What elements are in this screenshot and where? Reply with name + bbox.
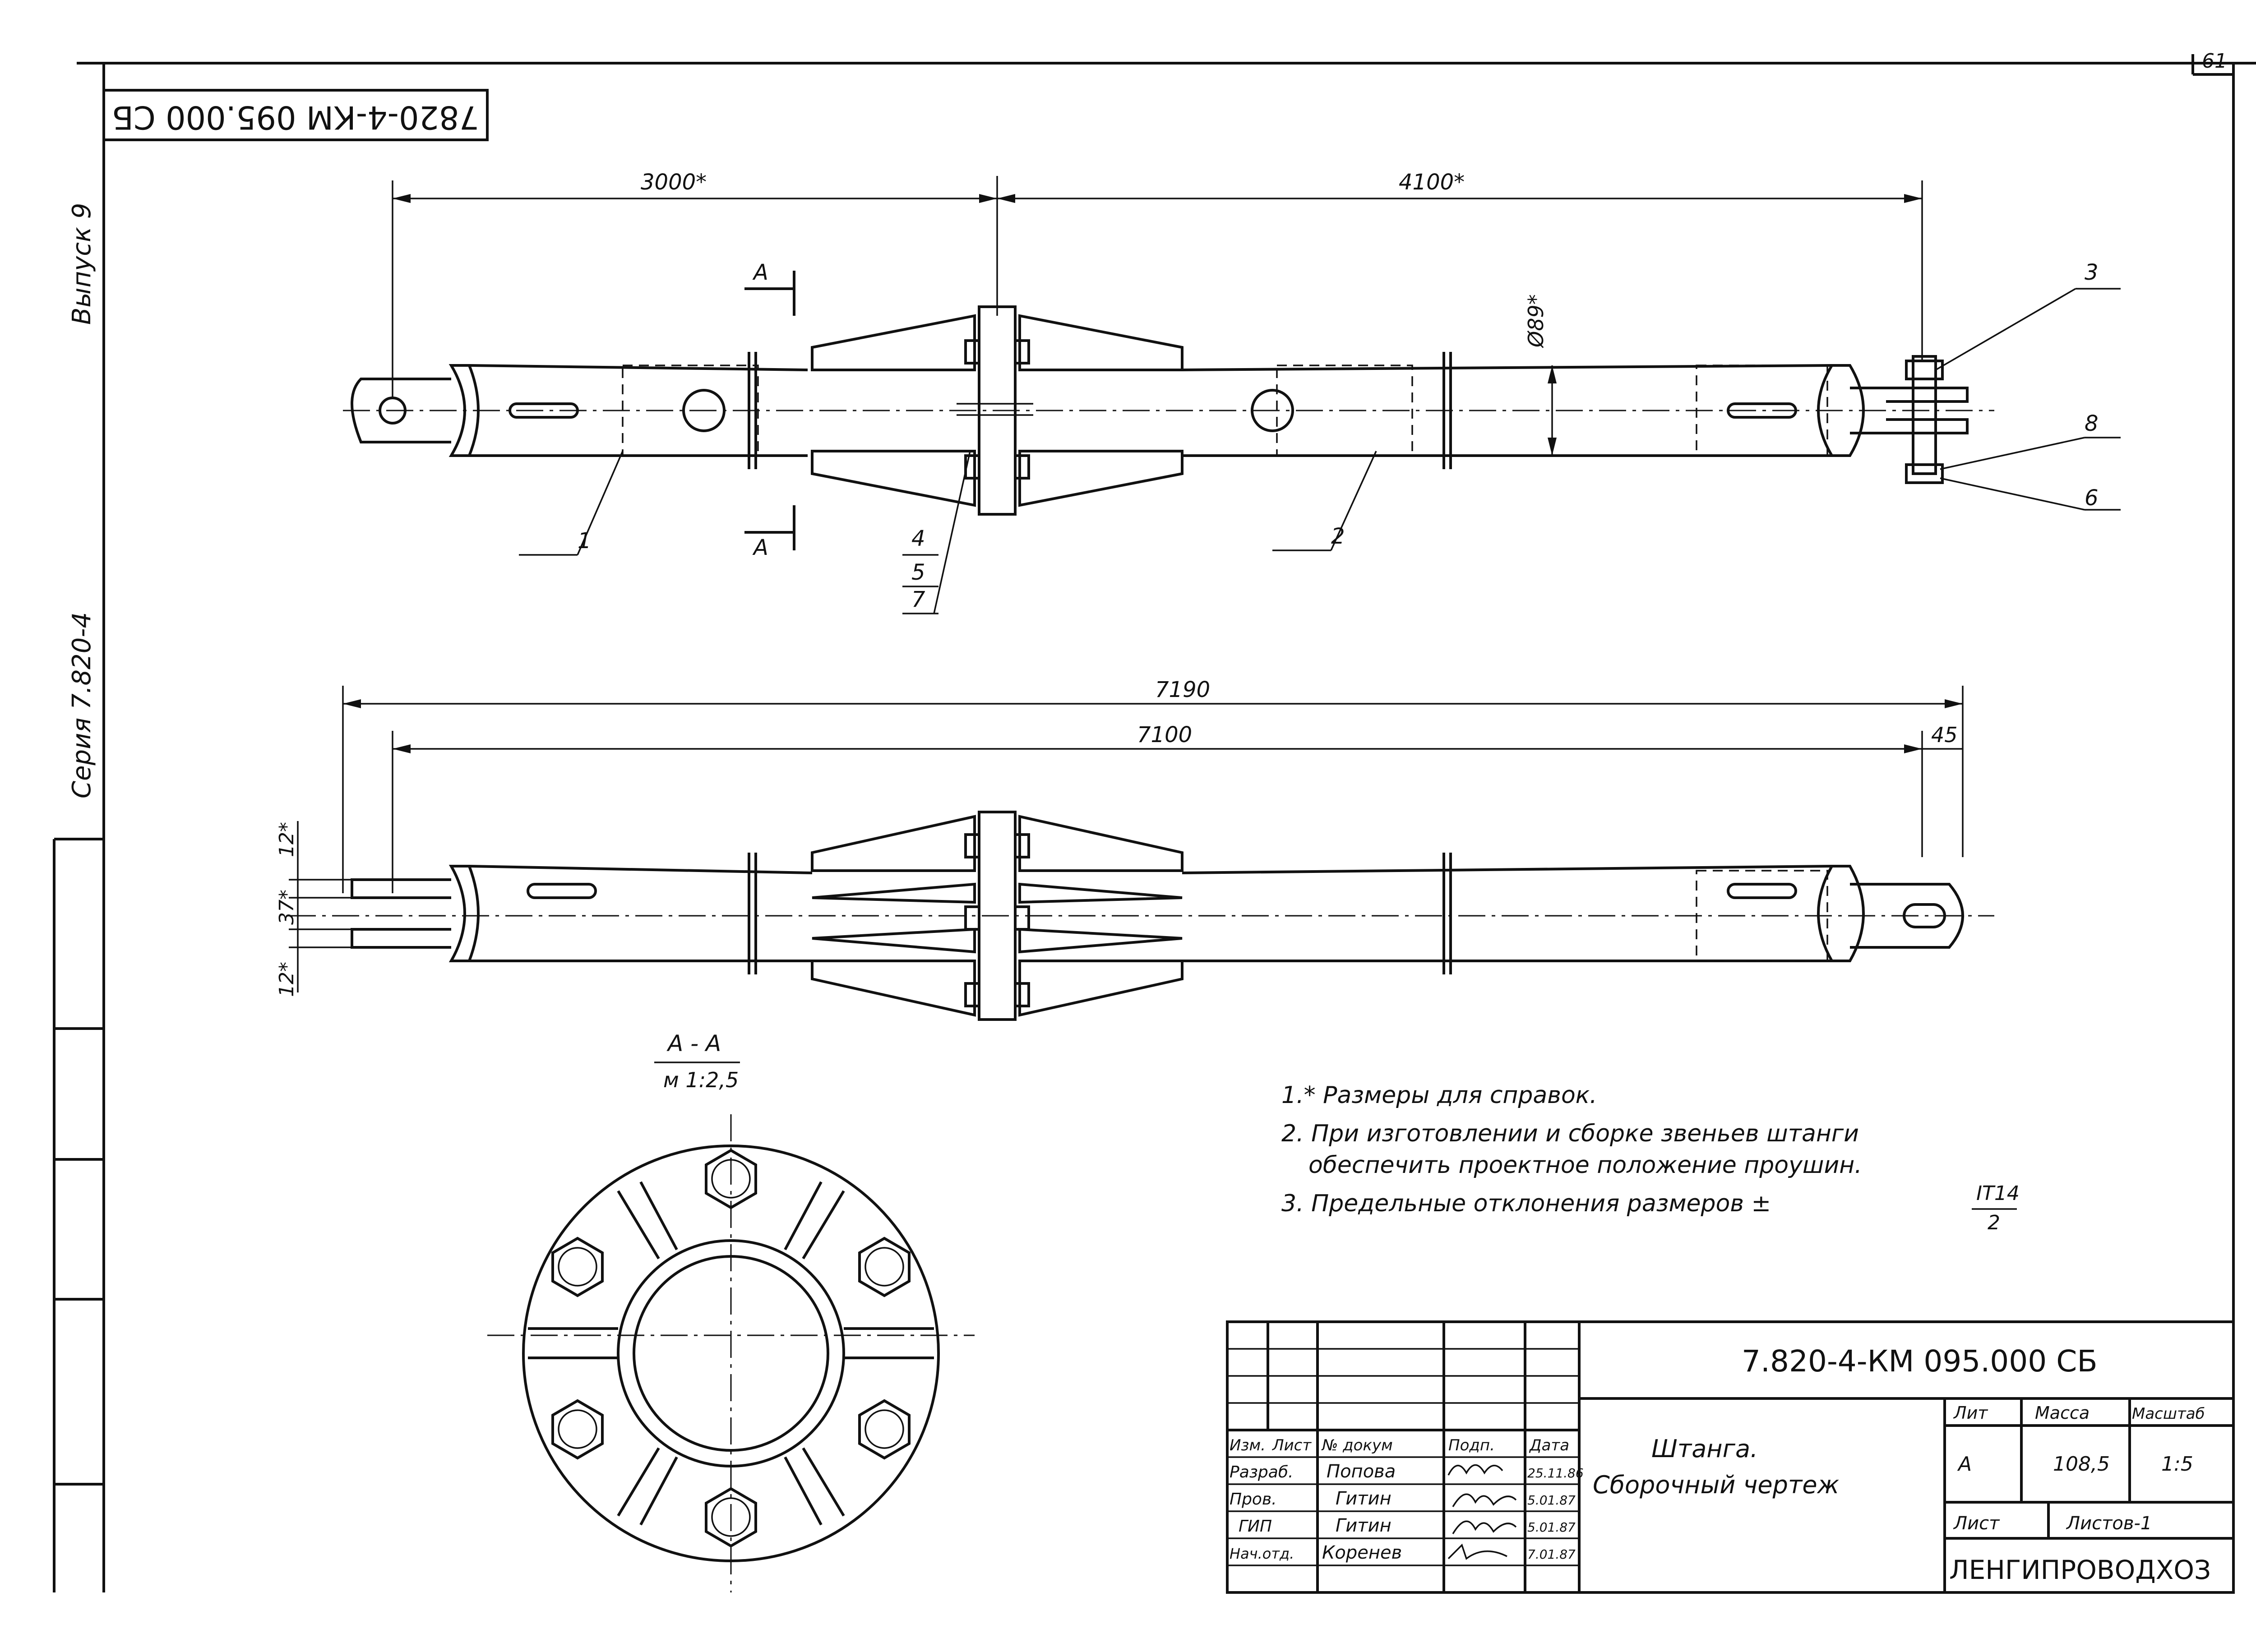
notes: 1.* Размеры для справок. 2. При изготовл… — [1281, 1082, 2020, 1234]
dim-diameter: Ø89* — [1524, 294, 1548, 348]
tb-role-4: Нач.отд. — [1230, 1545, 1294, 1562]
dim-12-bottom: 12* — [275, 962, 298, 997]
tb-header-doc: № докум — [1321, 1436, 1393, 1454]
note-2: 2. При изготовлении и сборке звеньев шта… — [1281, 1120, 1859, 1147]
signature-1 — [1447, 1464, 1503, 1476]
tb-name-row-4: Коренев — [1322, 1542, 1402, 1563]
callout-8: 8 — [2085, 411, 2099, 436]
tb-role-3: ГИП — [1239, 1517, 1272, 1536]
tb-date-3: 5.01.87 — [1527, 1520, 1576, 1535]
top-view — [343, 176, 2121, 614]
section-title: А - А — [666, 1030, 721, 1057]
bottom-view — [289, 686, 1994, 1021]
tb-sheet-label: Лист — [1953, 1513, 2000, 1534]
tb-header-change: Изм. — [1230, 1436, 1266, 1454]
title-block — [1226, 1320, 2235, 1594]
callout-1: 1 — [578, 528, 592, 554]
tb-designation: 7.820-4-КМ 095.000 СБ — [1742, 1344, 2098, 1379]
dim-37: 37* — [275, 890, 298, 925]
tolerance-denominator: 2 — [1988, 1211, 2000, 1234]
section-mark-top: А — [752, 260, 768, 285]
section-view — [487, 1061, 975, 1592]
note-1: 1.* Размеры для справок. — [1281, 1082, 1597, 1109]
signature-2 — [1452, 1493, 1517, 1507]
tb-header-sheet: Лист — [1271, 1436, 1312, 1454]
tb-scale-label: Масштаб — [2132, 1405, 2205, 1423]
tb-name-row-2: Гитин — [1336, 1488, 1392, 1509]
tb-name-1: Штанга. — [1651, 1435, 1758, 1463]
callout-6: 6 — [2085, 485, 2099, 511]
tb-mass-value: 108,5 — [2053, 1453, 2110, 1476]
tb-sheets-label: Листов-1 — [2066, 1513, 2152, 1534]
tb-organization: ЛЕНГИПРОВОДХОЗ — [1949, 1555, 2211, 1585]
tb-scale-value: 1:5 — [2161, 1453, 2193, 1476]
drawing-frame — [53, 54, 2256, 1592]
tb-date-2: 5.01.87 — [1527, 1493, 1576, 1508]
dim-45: 45 — [1931, 723, 1958, 747]
signature-4 — [1447, 1543, 1507, 1560]
section-scale: м 1:2,5 — [663, 1068, 739, 1092]
tb-date-1: 25.11.86 — [1527, 1466, 1584, 1481]
section-mark-bottom: А — [752, 535, 768, 560]
callout-4: 4 — [911, 526, 925, 551]
tb-role-1: Разраб. — [1230, 1463, 1293, 1481]
tb-name-row-1: Попова — [1327, 1461, 1396, 1482]
note-3: 3. Предельные отклонения размеров ± — [1281, 1190, 1771, 1217]
tb-date-4: 7.01.87 — [1527, 1547, 1576, 1562]
callout-7: 7 — [911, 587, 925, 612]
rotated-code-box: 7820-4-КМ 095.000 СБ — [102, 89, 489, 141]
tb-lit-value: А — [1957, 1453, 1972, 1476]
tb-name-row-3: Гитин — [1336, 1515, 1392, 1536]
callout-2: 2 — [1331, 524, 1345, 549]
sheet-number: 61 — [2202, 50, 2227, 73]
signature-3 — [1452, 1520, 1517, 1534]
dim-12-top: 12* — [275, 822, 298, 857]
note-2-continued: обеспечить проектное положение проушин. — [1308, 1152, 1862, 1179]
dim-3000: 3000* — [641, 170, 707, 195]
tb-mass-label: Масса — [2035, 1403, 2090, 1423]
dim-4100: 4100* — [1399, 170, 1465, 195]
tolerance-numerator: IT14 — [1976, 1182, 2020, 1205]
series-label: Серия 7.820-4 — [67, 612, 97, 798]
dim-7190: 7190 — [1155, 677, 1210, 702]
callout-3: 3 — [2085, 260, 2099, 285]
rotated-doc-code: 7820-4-КМ 095.000 СБ — [112, 99, 479, 136]
dim-7100: 7100 — [1137, 722, 1192, 748]
issue-label: Выпуск 9 — [67, 203, 97, 325]
callout-5: 5 — [911, 560, 925, 585]
tb-lit-label: Лит — [1953, 1403, 1988, 1423]
tb-name-2: Сборочный чертеж — [1593, 1471, 1840, 1499]
tb-header-sign: Подп. — [1448, 1436, 1495, 1454]
tb-header-date: Дата — [1529, 1436, 1569, 1454]
tb-role-2: Пров. — [1230, 1490, 1277, 1509]
